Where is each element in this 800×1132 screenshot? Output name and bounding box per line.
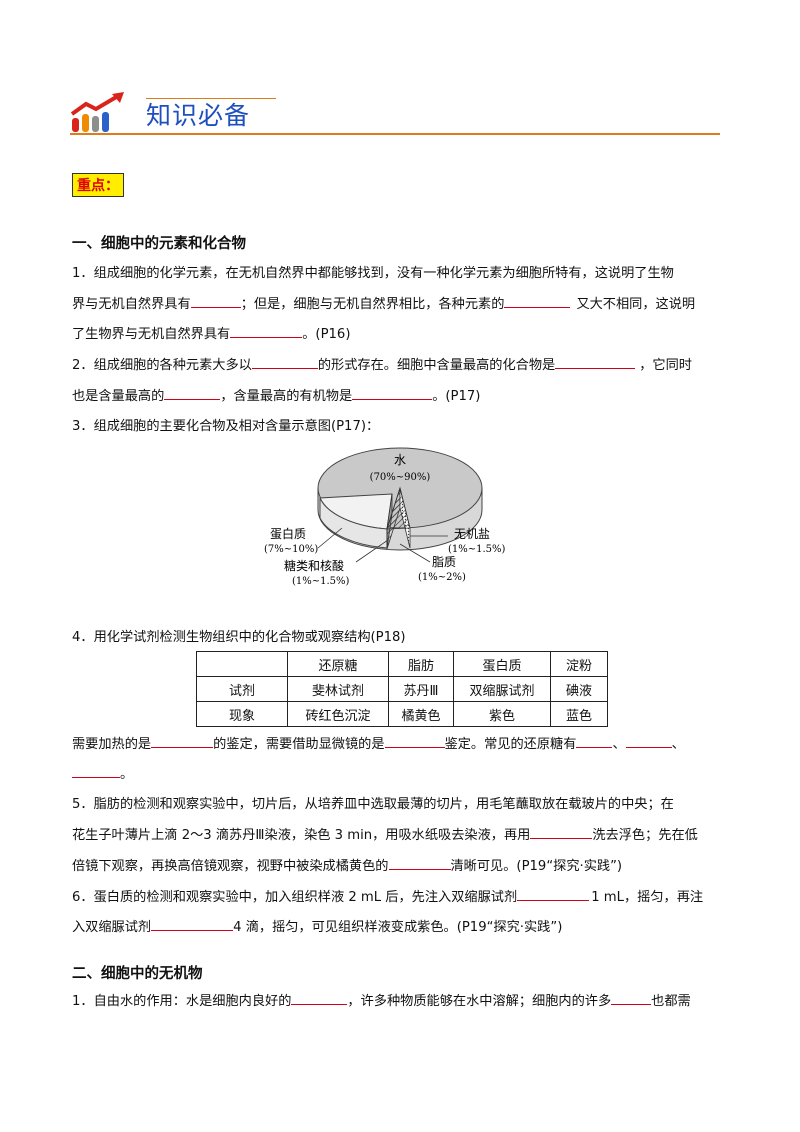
fill-blank[interactable] [230,325,303,338]
water-percent: (70%~90%) [370,472,431,483]
table-cell: 砖红色沉淀 [287,701,389,727]
table-row: 现象 砖红色沉淀 橘黄色 紫色 蓝色 [196,701,608,727]
table-row: 试剂 斐林试剂 苏丹Ⅲ 双缩脲试剂 碘液 [196,676,608,702]
fill-blank[interactable] [352,387,433,400]
table-cell: 紫色 [453,701,551,727]
table-cell: 还原糖 [287,651,389,677]
fill-blank[interactable] [72,765,120,778]
paragraph-line: 。 [72,763,133,782]
table-cell: 橘黄色 [388,701,454,727]
paragraph-line: 需要加热的是的鉴定，需要借助显微镜的是鉴定。常见的还原糖有、、 [72,735,685,752]
sugar-nucleic-percent: (1%~1.5%) [292,576,350,587]
fill-blank[interactable] [190,295,241,308]
lipid-label: 脂质 [432,554,456,569]
paragraph-line: 倍镜下观察，再换高倍镜观察，视野中被染成橘黄色的清晰可见。(P19“探究·实践”… [72,857,623,874]
fill-blank[interactable] [151,735,214,748]
salt-label: 无机盐 [454,527,490,541]
table-cell: 苏丹Ⅲ [388,676,454,702]
paragraph-line: 了生物界与无机自然界具有。(P16) [72,325,351,342]
paragraph-line: 5．脂肪的检测和观察实验中，切片后，从培养皿中选取最薄的切片，用毛笔蘸取放在载玻… [72,797,674,812]
water-label: 水 [394,453,406,467]
table-header-row: 还原糖 脂肪 蛋白质 淀粉 [196,651,608,677]
fill-blank[interactable] [555,356,636,369]
fill-blank[interactable] [530,826,593,839]
fill-blank[interactable] [388,857,451,870]
table-cell: 现象 [196,701,288,727]
fill-blank[interactable] [164,387,221,400]
fill-blank[interactable] [576,735,613,748]
paragraph-line: 2．组成细胞的各种元素大多以的形式存在。细胞中含量最高的化合物是，它同时 [72,356,692,373]
salt-percent: (1%~1.5%) [448,544,506,555]
table-cell: 脂肪 [388,651,454,677]
fill-blank[interactable] [504,295,571,308]
table-cell: 淀粉 [550,651,608,677]
paragraph-line: 4．用化学试剂检测生物组织中的化合物或观察结构(P18) [72,630,406,645]
fill-blank[interactable] [251,356,318,369]
lipid-percent: (1%~2%) [418,572,466,583]
table-cell [196,651,288,677]
chart-logo-icon [70,92,124,132]
paragraph-line: 1．自由水的作用：水是细胞内良好的，许多种物质能够在水中溶解；细胞内的许多也都需 [72,992,691,1009]
header-rule [70,133,720,135]
focus-label: 重点： [72,173,124,197]
fill-blank[interactable] [517,888,590,901]
paragraph-line: 花生子叶薄片上滴 2～3 滴苏丹Ⅲ染液，染色 3 min，用吸水纸吸去染液，再用… [72,826,698,843]
section-title: 二、细胞中的无机物 [72,966,203,982]
table-cell: 双缩脲试剂 [453,676,551,702]
header-top-rule [146,98,276,99]
table-cell: 试剂 [196,676,288,702]
paragraph-line: 也是含量最高的，含量最高的有机物是。(P17) [72,387,481,404]
section-title: 一、细胞中的元素和化合物 [72,236,246,252]
page-title: 知识必备 [146,101,251,130]
paragraph-line: 1．组成细胞的化学元素，在无机自然界中都能够找到，没有一种化学元素为细胞所特有，… [72,266,674,281]
reagent-table: 还原糖 脂肪 蛋白质 淀粉 试剂 斐林试剂 苏丹Ⅲ 双缩脲试剂 碘液 现象 砖红… [196,651,608,727]
paragraph-line: 3．组成细胞的主要化合物及相对含量示意图(P17)： [72,419,380,434]
table-cell: 蛋白质 [453,651,551,677]
protein-label: 蛋白质 [270,526,306,541]
table-cell: 斐林试剂 [287,676,389,702]
protein-percent: (7%~10%) [264,544,318,555]
sugar-nucleic-label: 糖类和核酸 [284,558,344,573]
fill-blank[interactable] [625,735,672,748]
fill-blank[interactable] [384,735,445,748]
fill-blank[interactable] [611,992,652,1005]
paragraph-line: 界与无机自然界具有；但是，细胞与无机自然界相比，各种元素的又大不相同，这说明 [72,295,696,312]
table-cell: 碘液 [550,676,608,702]
compound-pie-diagram: 水 (70%~90%) 蛋白质 (7%~10%) 无机盐 (1%~1.5%) 糖… [264,447,506,587]
fill-blank[interactable] [151,918,234,931]
fill-blank[interactable] [291,992,348,1005]
table-cell: 蓝色 [550,701,608,727]
